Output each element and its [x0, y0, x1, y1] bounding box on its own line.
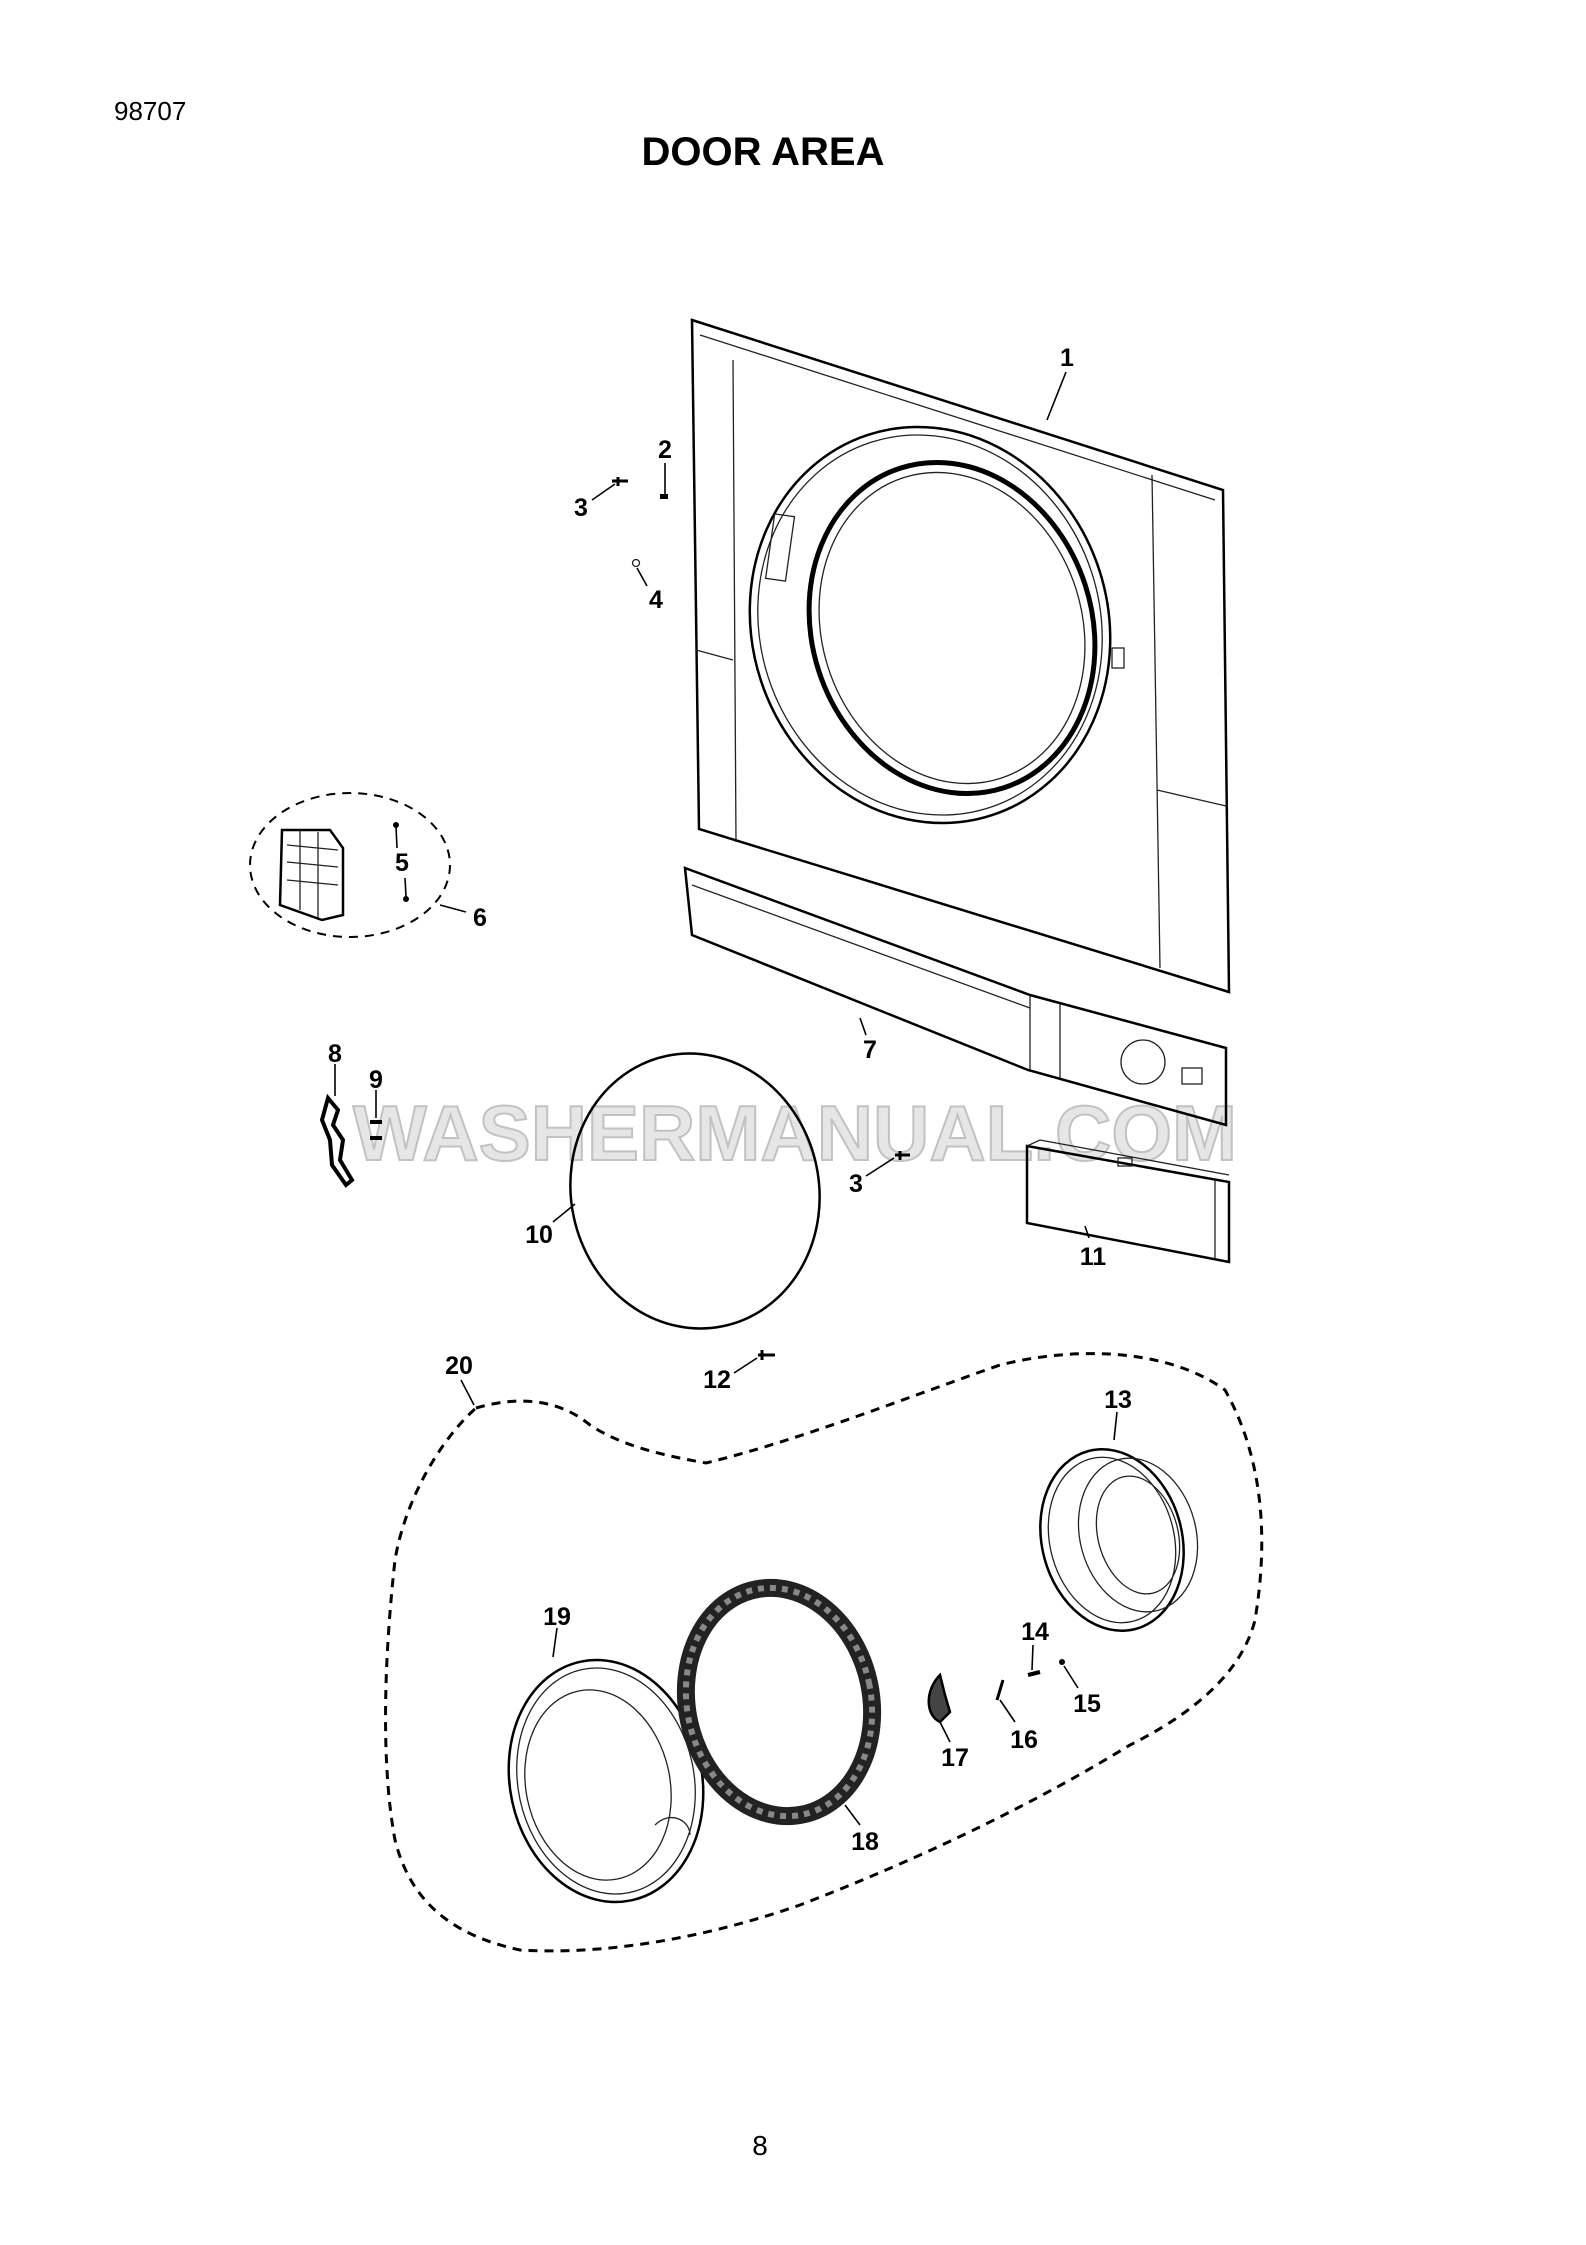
- page-number: 8: [752, 2130, 768, 2161]
- callout-3-top: 3: [574, 494, 588, 522]
- callout-13: 13: [1104, 1386, 1132, 1414]
- callout-1: 1: [1060, 344, 1074, 372]
- part-13-door-gasket-ring: [1039, 1448, 1199, 1632]
- part-8-hinge-bracket: [319, 1093, 355, 1188]
- callout-15: 15: [1073, 1690, 1101, 1718]
- callout-14: 14: [1021, 1618, 1049, 1646]
- part-14-spring: [1027, 1670, 1041, 1677]
- callout-10: 10: [525, 1221, 553, 1249]
- part-3-screw-lower: [895, 1151, 910, 1160]
- part-10-door-glass: [569, 1052, 821, 1330]
- callout-18: 18: [851, 1828, 879, 1856]
- page-title: DOOR AREA: [641, 130, 885, 174]
- callout-8: 8: [328, 1040, 342, 1068]
- part-11-dispenser-cover: [1025, 1139, 1231, 1264]
- part-15-screw: [1059, 1659, 1065, 1665]
- callout-9: 9: [369, 1066, 383, 1094]
- part-18-inner-door-frame: [676, 1578, 882, 1826]
- group-20-door-assembly-outline: [384, 1352, 1264, 1953]
- callout-3-lower: 3: [849, 1170, 863, 1198]
- callout-7: 7: [863, 1036, 877, 1064]
- callout-4: 4: [649, 586, 663, 614]
- part-1-front-panel: [690, 318, 1231, 994]
- group-6-outline: [249, 792, 451, 938]
- callout-20: 20: [445, 1352, 473, 1380]
- watermark: WASHERMANUAL.COM: [353, 1089, 1237, 1177]
- part-7-control-panel: [683, 866, 1228, 1127]
- callout-5: 5: [395, 849, 409, 877]
- callout-11: 11: [1080, 1243, 1107, 1271]
- part-2-screw: [660, 494, 668, 499]
- part-12-screw: [758, 1350, 775, 1360]
- part-17-door-hook: [927, 1672, 952, 1724]
- part-3-screw: [612, 477, 628, 486]
- callout-16: 16: [1010, 1726, 1038, 1754]
- part-9-screws: [370, 1120, 382, 1140]
- callout-19: 19: [543, 1603, 571, 1631]
- callout-12: 12: [703, 1366, 731, 1394]
- part-5-screw: [403, 896, 409, 902]
- callout-17: 17: [941, 1744, 969, 1772]
- part-4-clip: [631, 558, 641, 568]
- document-code: 98707: [114, 96, 187, 126]
- part-6-hinge: [278, 828, 345, 922]
- part-16-pin: [995, 1679, 1005, 1701]
- callout-2: 2: [658, 436, 672, 464]
- callout-6: 6: [473, 904, 487, 932]
